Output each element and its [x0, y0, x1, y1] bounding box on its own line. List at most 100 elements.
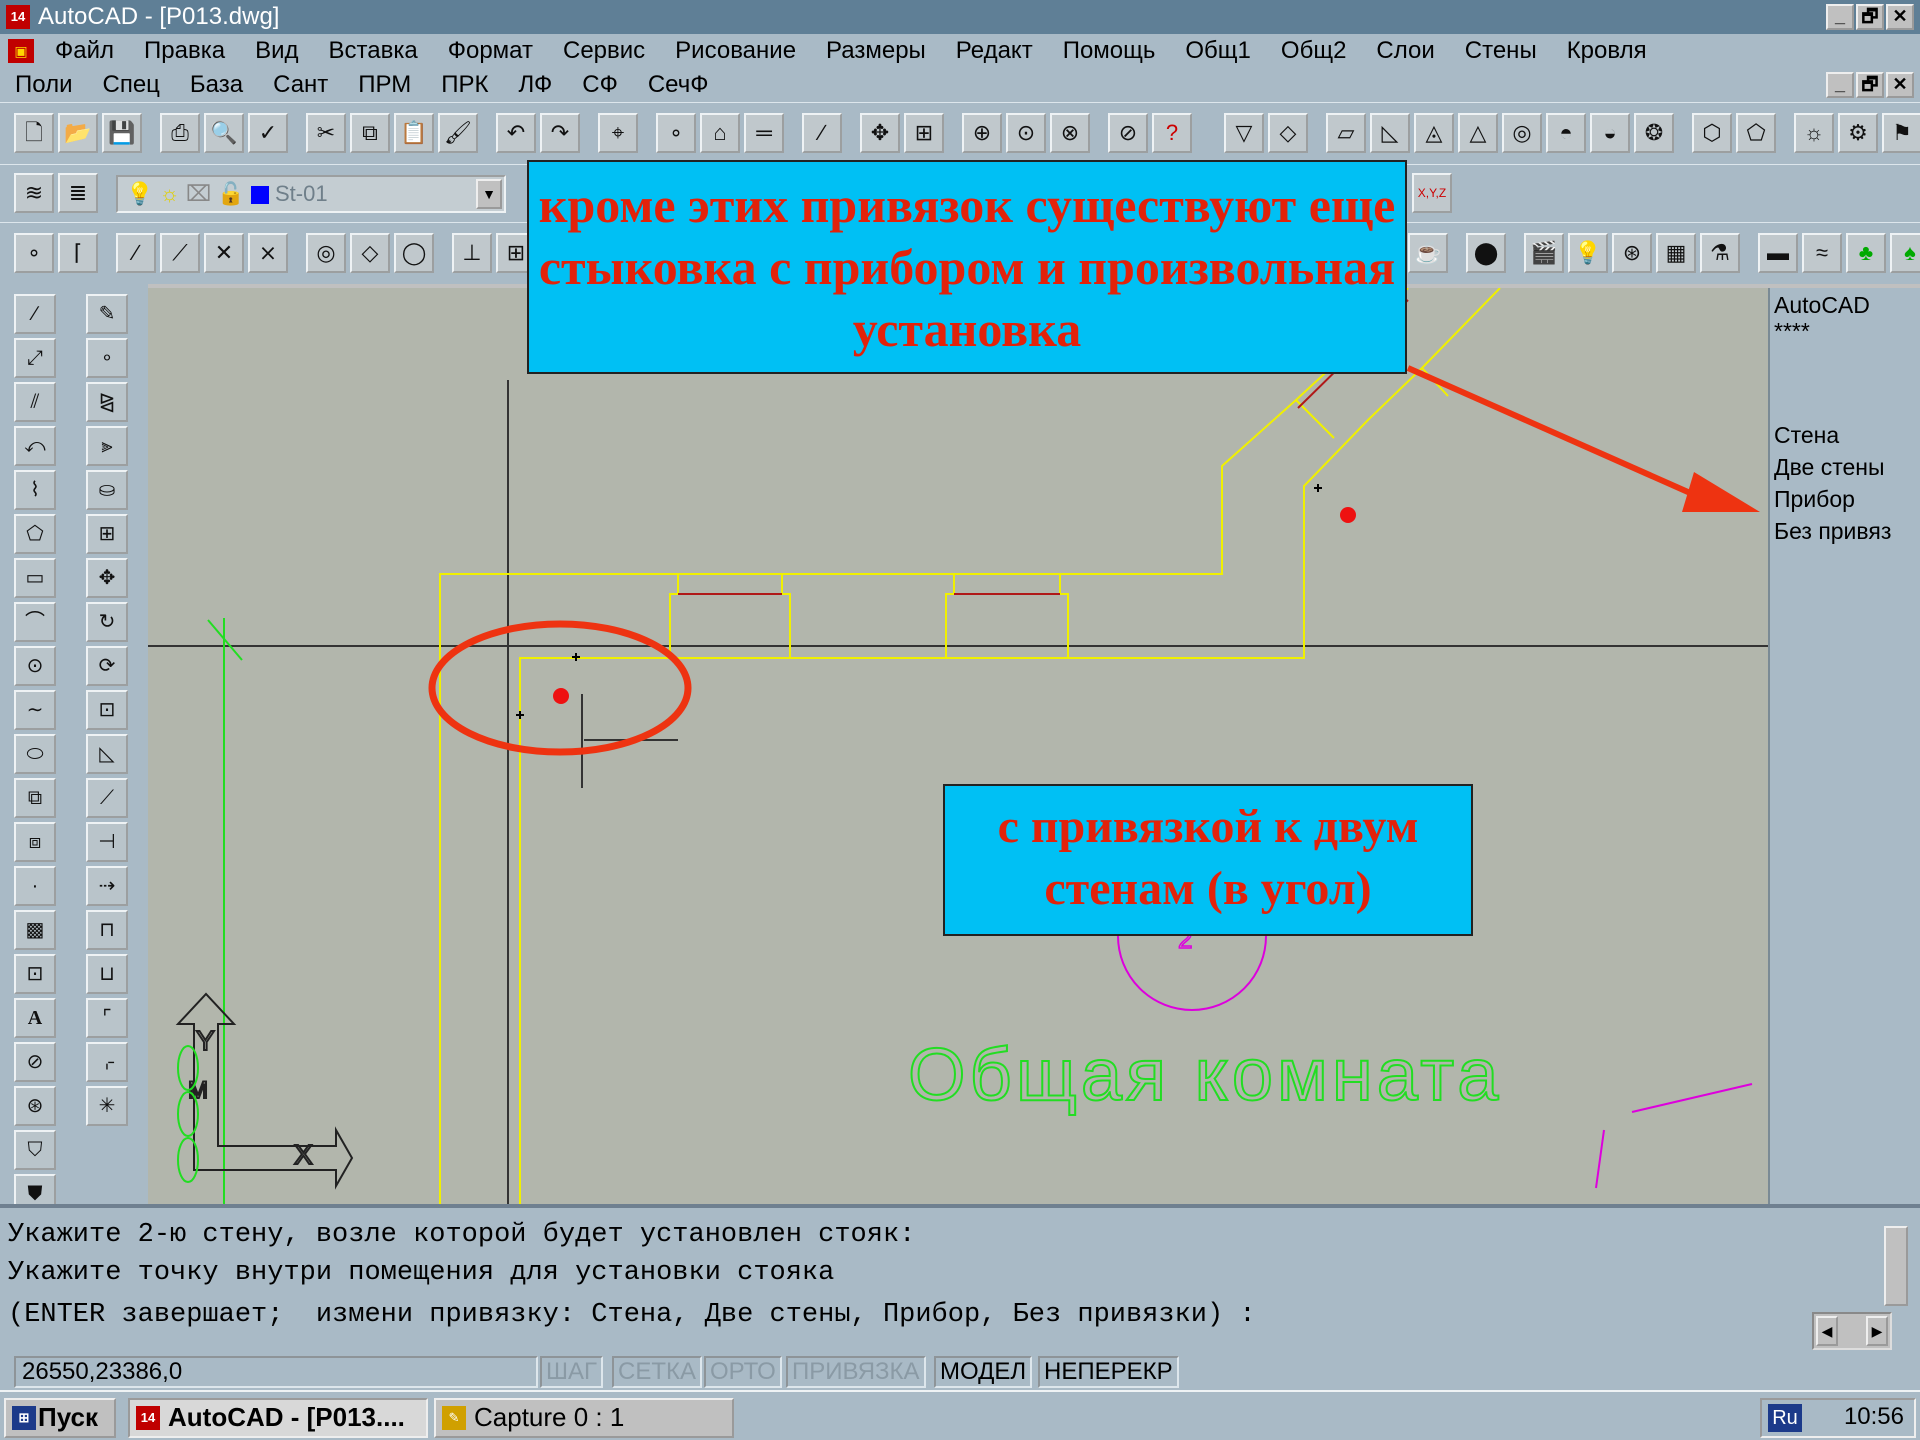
osnap-mode-toggle[interactable]: ПРИВЯЗКА	[786, 1356, 926, 1388]
trim-icon[interactable]: ⊣	[86, 822, 128, 862]
aerial-view-icon[interactable]: ⊞	[904, 113, 944, 153]
landscape-library-icon[interactable]: ♠	[1890, 233, 1920, 273]
scale-icon[interactable]: ⊡	[86, 690, 128, 730]
rectangle-icon[interactable]: ▭	[14, 558, 56, 598]
menu-common1[interactable]: Общ1	[1185, 37, 1251, 64]
snap-from-icon[interactable]: ⌈	[58, 233, 98, 273]
doc-maximize-button[interactable]: 🗗	[1856, 72, 1884, 98]
menu-poli[interactable]: Поли	[15, 71, 73, 98]
mapping-icon[interactable]: ⚗	[1700, 233, 1740, 273]
sphere-3d-icon[interactable]: ◎	[1502, 113, 1542, 153]
copy-object-icon[interactable]: ∘	[86, 338, 128, 378]
command-window[interactable]: Укажите 2-ю стену, возле которой будет у…	[0, 1204, 1920, 1354]
layers-icon[interactable]: ≋	[14, 173, 54, 213]
wedge-3d-icon[interactable]: ◺	[1370, 113, 1410, 153]
open-file-icon[interactable]: 📂	[58, 113, 98, 153]
xyz-coordinates-icon[interactable]: X,Y,Z	[1412, 173, 1452, 213]
new-file-icon[interactable]: 🗋	[14, 113, 54, 153]
menu-draw[interactable]: Рисование	[675, 37, 797, 64]
menu-prm[interactable]: ПРМ	[358, 71, 412, 98]
menu-common2[interactable]: Общ2	[1280, 37, 1347, 64]
hatch-icon[interactable]: ▩	[14, 910, 56, 950]
cone-3d-icon[interactable]: △	[1458, 113, 1498, 153]
copy-icon[interactable]: ⧉	[350, 113, 390, 153]
stretch-icon[interactable]: ◺	[86, 734, 128, 774]
attribute-edit-icon[interactable]: ⊛	[14, 1086, 56, 1126]
background-icon[interactable]: ▬	[1758, 233, 1798, 273]
task-autocad[interactable]: 14 AutoCAD - [P013....	[128, 1398, 428, 1438]
spline-icon[interactable]: ∼	[14, 690, 56, 730]
construction-line-icon[interactable]: ⤢	[14, 338, 56, 378]
materials-icon[interactable]: ⊛	[1612, 233, 1652, 273]
ortho-mode-toggle[interactable]: ОРТО	[704, 1356, 782, 1388]
doc-close-button[interactable]: ✕	[1886, 72, 1914, 98]
ucs-tool-2-icon[interactable]: ◇	[1268, 113, 1308, 153]
snap-apparent-intersection-icon[interactable]: ⨯	[248, 233, 288, 273]
grid-mode-toggle[interactable]: СЕТКА	[612, 1356, 702, 1388]
circle-icon[interactable]: ⊙	[14, 646, 56, 686]
mirror-icon[interactable]: ⧎	[86, 382, 128, 422]
scroll-right-icon[interactable]: ▶	[1866, 1316, 1888, 1346]
layer-control-dropdown[interactable]: 💡 ☼ ⌧ 🔓 St-01 ▼	[116, 175, 506, 213]
landscape-new-icon[interactable]: ♣	[1846, 233, 1886, 273]
multiline-icon[interactable]: ⫽	[14, 382, 56, 422]
document-icon[interactable]: ▣	[8, 39, 34, 63]
task-capture[interactable]: ✎ Capture 0 : 1	[434, 1398, 734, 1438]
menu-layers[interactable]: Слои	[1376, 37, 1435, 64]
command-horizontal-scrollbar[interactable]: ◀ ▶	[1812, 1312, 1892, 1350]
screen-menu-item-no-snap[interactable]: Без привяз	[1774, 518, 1892, 544]
snap-intersection-icon[interactable]: ✕	[204, 233, 244, 273]
menu-help[interactable]: Помощь	[1062, 37, 1156, 64]
snap-center-icon[interactable]: ◎	[306, 233, 346, 273]
zoom-extents-icon[interactable]: ⊘	[1108, 113, 1148, 153]
print-icon[interactable]: ⎙	[160, 113, 200, 153]
menu-base[interactable]: База	[189, 71, 244, 98]
scroll-left-icon[interactable]: ◀	[1816, 1316, 1838, 1346]
pyramid-3d-icon[interactable]: ◬	[1414, 113, 1454, 153]
launch-browser-icon[interactable]: ⌖	[598, 113, 638, 153]
move-icon[interactable]: ✥	[86, 558, 128, 598]
tracking-icon[interactable]: ∘	[14, 233, 54, 273]
cut-icon[interactable]: ✂	[306, 113, 346, 153]
surface-1-icon[interactable]: ⬡	[1692, 113, 1732, 153]
menu-format[interactable]: Формат	[447, 37, 533, 64]
chevron-down-icon[interactable]: ▼	[476, 179, 502, 209]
break-2-icon[interactable]: ⊔	[86, 954, 128, 994]
make-block-icon[interactable]: ⧈	[14, 822, 56, 862]
screen-menu-item-two-walls[interactable]: Две стены	[1774, 454, 1885, 480]
point-icon[interactable]: ·	[14, 866, 56, 906]
ellipse-icon[interactable]: ⬭	[14, 734, 56, 774]
drawing-canvas[interactable]: Y X M Общая комната 2	[148, 288, 1768, 1204]
help-icon[interactable]: ?	[1152, 113, 1192, 153]
attribute-icon[interactable]: ⊘	[14, 1042, 56, 1082]
3d-polyline-icon[interactable]: ⌇	[14, 470, 56, 510]
snap-perpendicular-icon[interactable]: ⊥	[452, 233, 492, 273]
fog-icon[interactable]: ≈	[1802, 233, 1842, 273]
save-icon[interactable]: 💾	[102, 113, 142, 153]
pan-icon[interactable]: ✥	[860, 113, 900, 153]
menu-lf[interactable]: ЛФ	[518, 71, 553, 98]
menu-modify[interactable]: Редакт	[955, 37, 1033, 64]
light-icon[interactable]: 💡	[1568, 233, 1608, 273]
snap-endpoint-icon[interactable]: ∕	[116, 233, 156, 273]
region-icon[interactable]: ⊡	[14, 954, 56, 994]
paste-icon[interactable]: 📋	[394, 113, 434, 153]
menu-prk[interactable]: ПРК	[441, 71, 489, 98]
torus-3d-icon[interactable]: ❂	[1634, 113, 1674, 153]
command-prompt[interactable]: (ENTER завершает; измени привязку: Стена…	[8, 1300, 1256, 1330]
menu-sf[interactable]: СФ	[582, 71, 618, 98]
render-3-icon[interactable]: ⚑	[1882, 113, 1920, 153]
minimize-button[interactable]: _	[1826, 4, 1854, 30]
ucs-tool-1-icon[interactable]: ▽	[1224, 113, 1264, 153]
menu-walls[interactable]: Стены	[1464, 37, 1537, 64]
zoom-window-icon[interactable]: ⊙	[1006, 113, 1046, 153]
polygon-icon[interactable]: ⬠	[14, 514, 56, 554]
command-vertical-scrollbar[interactable]	[1884, 1226, 1908, 1306]
array-icon[interactable]: ⛀	[86, 470, 128, 510]
redo-icon[interactable]: ↷	[540, 113, 580, 153]
render-green-icon[interactable]: ⬤	[1466, 233, 1506, 273]
dish-3d-icon[interactable]: ◒	[1590, 113, 1630, 153]
menu-file[interactable]: Файл	[55, 37, 115, 64]
screen-menu-item-wall[interactable]: Стена	[1774, 422, 1840, 448]
coordinate-display[interactable]: 26550,23386,0	[14, 1356, 538, 1388]
